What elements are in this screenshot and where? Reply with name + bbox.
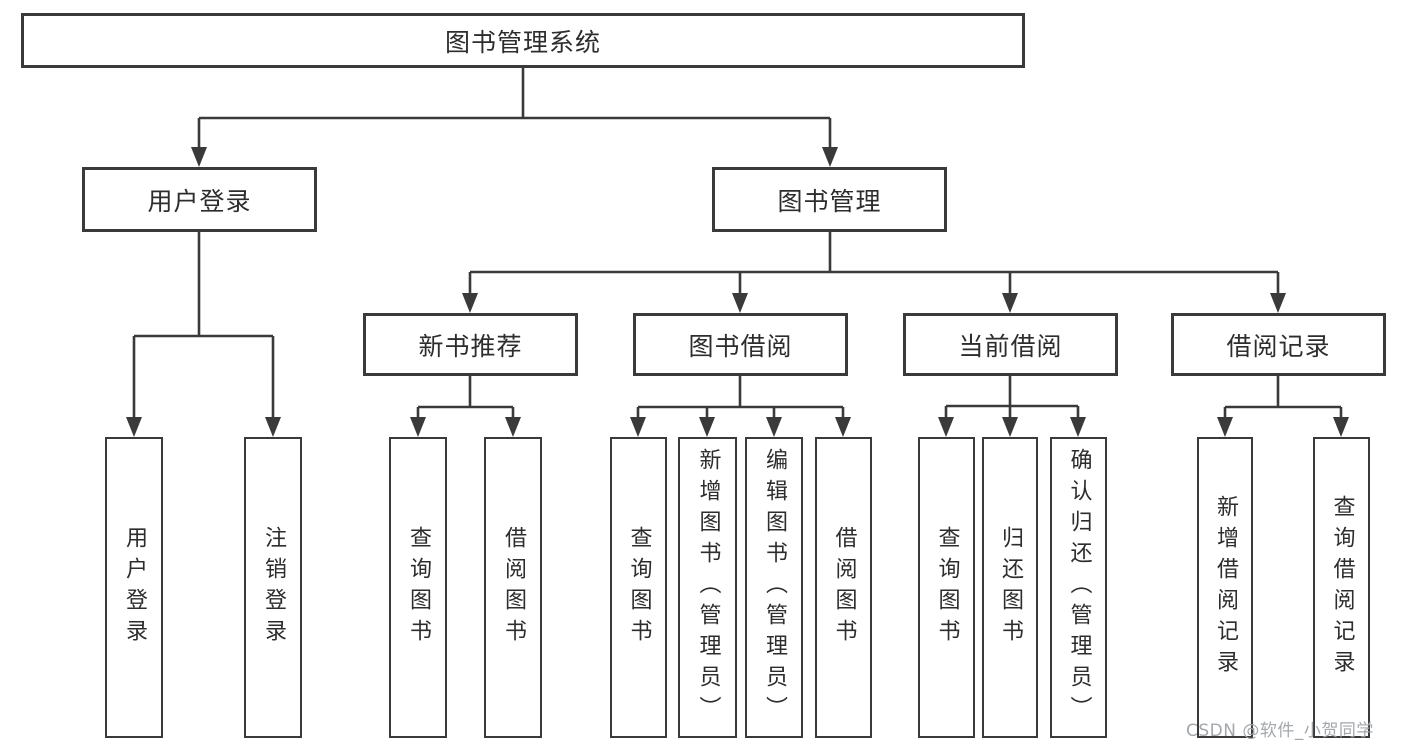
- leaf-bb-edit-books-admin: 编辑图书（管理员）: [745, 437, 803, 738]
- leaf-cb-query-books-label: 查询图书: [934, 525, 960, 650]
- leaf-cb-return-books: 归还图书: [982, 437, 1038, 738]
- leaf-bb-query-books-label: 查询图书: [626, 525, 652, 650]
- node-user-login-label: 用户登录: [147, 186, 252, 216]
- leaf-logout-label: 注销登录: [261, 525, 286, 650]
- leaf-bb-borrow-books: 借阅图书: [815, 437, 872, 738]
- leaf-bb-add-books-admin: 新增图书（管理员）: [678, 437, 737, 738]
- leaf-bb-query-books: 查询图书: [610, 437, 667, 738]
- leaf-br-query-record: 查询借阅记录: [1313, 437, 1370, 738]
- leaf-br-add-record: 新增借阅记录: [1197, 437, 1253, 738]
- leaf-nbr-borrow-books-label: 借阅图书: [501, 525, 526, 650]
- node-book-borrowing: 图书借阅: [633, 313, 848, 376]
- node-current-borrowing: 当前借阅: [903, 313, 1118, 376]
- leaf-nbr-query-books-label: 查询图书: [406, 525, 431, 650]
- leaf-user-login-label: 用户登录: [122, 525, 147, 650]
- leaf-bb-add-books-admin-label: 新增图书（管理员）: [695, 448, 721, 727]
- leaf-cb-query-books: 查询图书: [918, 437, 975, 738]
- leaf-nbr-query-books: 查询图书: [389, 437, 447, 738]
- csdn-watermark: CSDN @软件_小贺同学: [1186, 721, 1374, 741]
- node-new-book-recommend-label: 新书推荐: [418, 331, 523, 361]
- node-borrowing-records-label: 借阅记录: [1226, 331, 1331, 361]
- leaf-logout: 注销登录: [244, 437, 302, 738]
- node-borrowing-records: 借阅记录: [1171, 313, 1386, 376]
- node-current-borrowing-label: 当前借阅: [958, 331, 1063, 361]
- node-root: 图书管理系统: [21, 13, 1025, 68]
- node-root-label: 图书管理系统: [444, 27, 601, 57]
- node-book-management-label: 图书管理: [777, 186, 882, 216]
- leaf-cb-confirm-return-admin-label: 确认归还（管理员）: [1066, 448, 1092, 727]
- leaf-cb-confirm-return-admin: 确认归还（管理员）: [1050, 437, 1107, 738]
- leaf-bb-borrow-books-label: 借阅图书: [831, 525, 857, 650]
- leaf-br-add-record-label: 新增借阅记录: [1213, 494, 1238, 681]
- node-user-login: 用户登录: [82, 167, 317, 232]
- leaf-cb-return-books-label: 归还图书: [998, 525, 1023, 650]
- node-book-management: 图书管理: [712, 167, 947, 232]
- node-book-borrowing-label: 图书借阅: [688, 331, 793, 361]
- leaf-user-login: 用户登录: [105, 437, 163, 738]
- node-new-book-recommend: 新书推荐: [363, 313, 578, 376]
- leaf-br-query-record-label: 查询借阅记录: [1329, 494, 1355, 681]
- leaf-bb-edit-books-admin-label: 编辑图书（管理员）: [762, 448, 787, 727]
- leaf-nbr-borrow-books: 借阅图书: [484, 437, 542, 738]
